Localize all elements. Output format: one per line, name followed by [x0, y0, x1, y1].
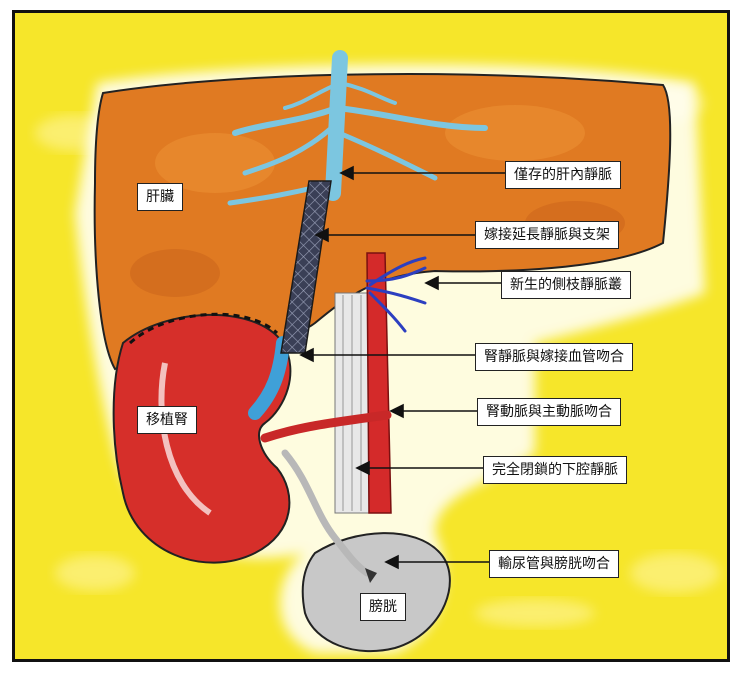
callout-occluded-ivc: 完全閉鎖的下腔靜脈 — [483, 456, 627, 484]
hepatic-veins — [227, 50, 488, 206]
callout-collateral-plexus: 新生的側枝靜脈叢 — [501, 271, 631, 299]
callout-arrows — [299, 165, 505, 570]
callout-graft-extension-stent: 嫁接延長靜脈與支架 — [475, 221, 619, 249]
ivc-occluded — [334, 292, 370, 514]
callout-ureter-bladder-anastomosis: 輸尿管與膀胱吻合 — [489, 550, 619, 578]
diagram-frame: 肝臟 移植腎 膀胱 僅存的肝內靜脈 嫁接延長靜脈與支架 新生的側枝靜脈叢 腎靜脈… — [12, 10, 730, 662]
collateral-veins — [365, 256, 427, 333]
kidney-shape — [112, 313, 292, 564]
renal-artery — [260, 410, 392, 443]
liver-label: 肝臟 — [137, 183, 183, 211]
anatomy-illustration — [15, 13, 727, 659]
callout-remaining-hepatic-veins: 僅存的肝內靜脈 — [505, 161, 621, 189]
callout-renal-artery-anastomosis: 腎動脈與主動脈吻合 — [477, 398, 621, 426]
aorta — [366, 252, 392, 514]
ureter-end — [365, 568, 377, 583]
bladder-label: 膀胱 — [360, 593, 406, 621]
liver-texture — [130, 105, 625, 297]
callout-renal-vein-anastomosis: 腎靜脈與嫁接血管吻合 — [475, 343, 633, 371]
kidney-highlight — [158, 362, 212, 516]
kidney-label: 移植腎 — [137, 406, 197, 434]
kidney-dashed-border — [128, 312, 279, 345]
ureter — [281, 449, 371, 577]
